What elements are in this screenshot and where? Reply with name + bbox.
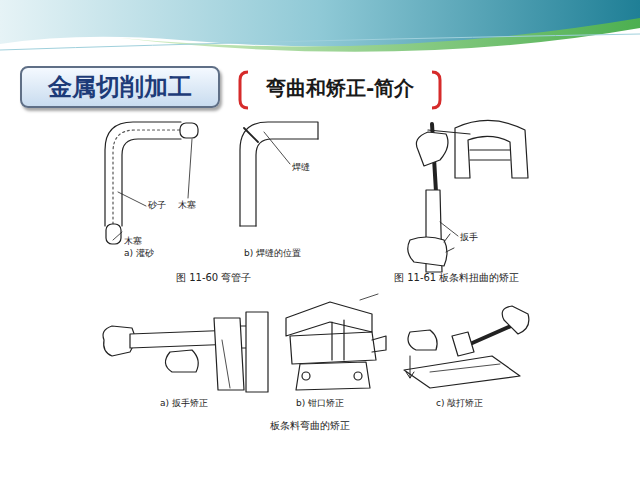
figure-sublabel: b) 钳口矫正 [296, 398, 344, 408]
part-label: 砂子 [148, 200, 166, 210]
vise-straighten-figure [286, 294, 386, 390]
pipe-weld-figure [240, 122, 318, 226]
figure-caption: 图 11-60 弯管子 [176, 272, 251, 284]
title-text: 金属切削加工 [48, 71, 192, 103]
twist-straighten-figure [408, 120, 528, 272]
part-label: 木塞 [124, 236, 142, 246]
wrench-straighten-figure [103, 312, 268, 392]
part-label: 焊缝 [292, 162, 310, 172]
title-box: 金属切削加工 [20, 66, 220, 108]
figure-sublabel: c) 敲打矫正 [436, 398, 483, 408]
header-swoosh [120, 18, 640, 52]
figure-caption: 图 11-61 板条料扭曲的矫正 [394, 272, 519, 284]
figure-sublabel: b) 焊缝的位置 [244, 248, 301, 258]
figure-caption: 板条料弯曲的矫正 [270, 420, 350, 432]
header-line [0, 34, 640, 50]
figure-sublabel: a) 扳手矫正 [160, 398, 208, 408]
part-label: 扳手 [460, 232, 478, 242]
hammer-straighten-figure [404, 306, 529, 388]
figure-sublabel: a) 灌砂 [124, 248, 154, 258]
red-bracket [432, 72, 440, 108]
pipe-sand-figure [105, 122, 198, 244]
red-bracket [240, 72, 248, 108]
part-label: 木塞 [178, 200, 196, 210]
subtitle: 弯曲和矫正-简介 [266, 77, 414, 100]
